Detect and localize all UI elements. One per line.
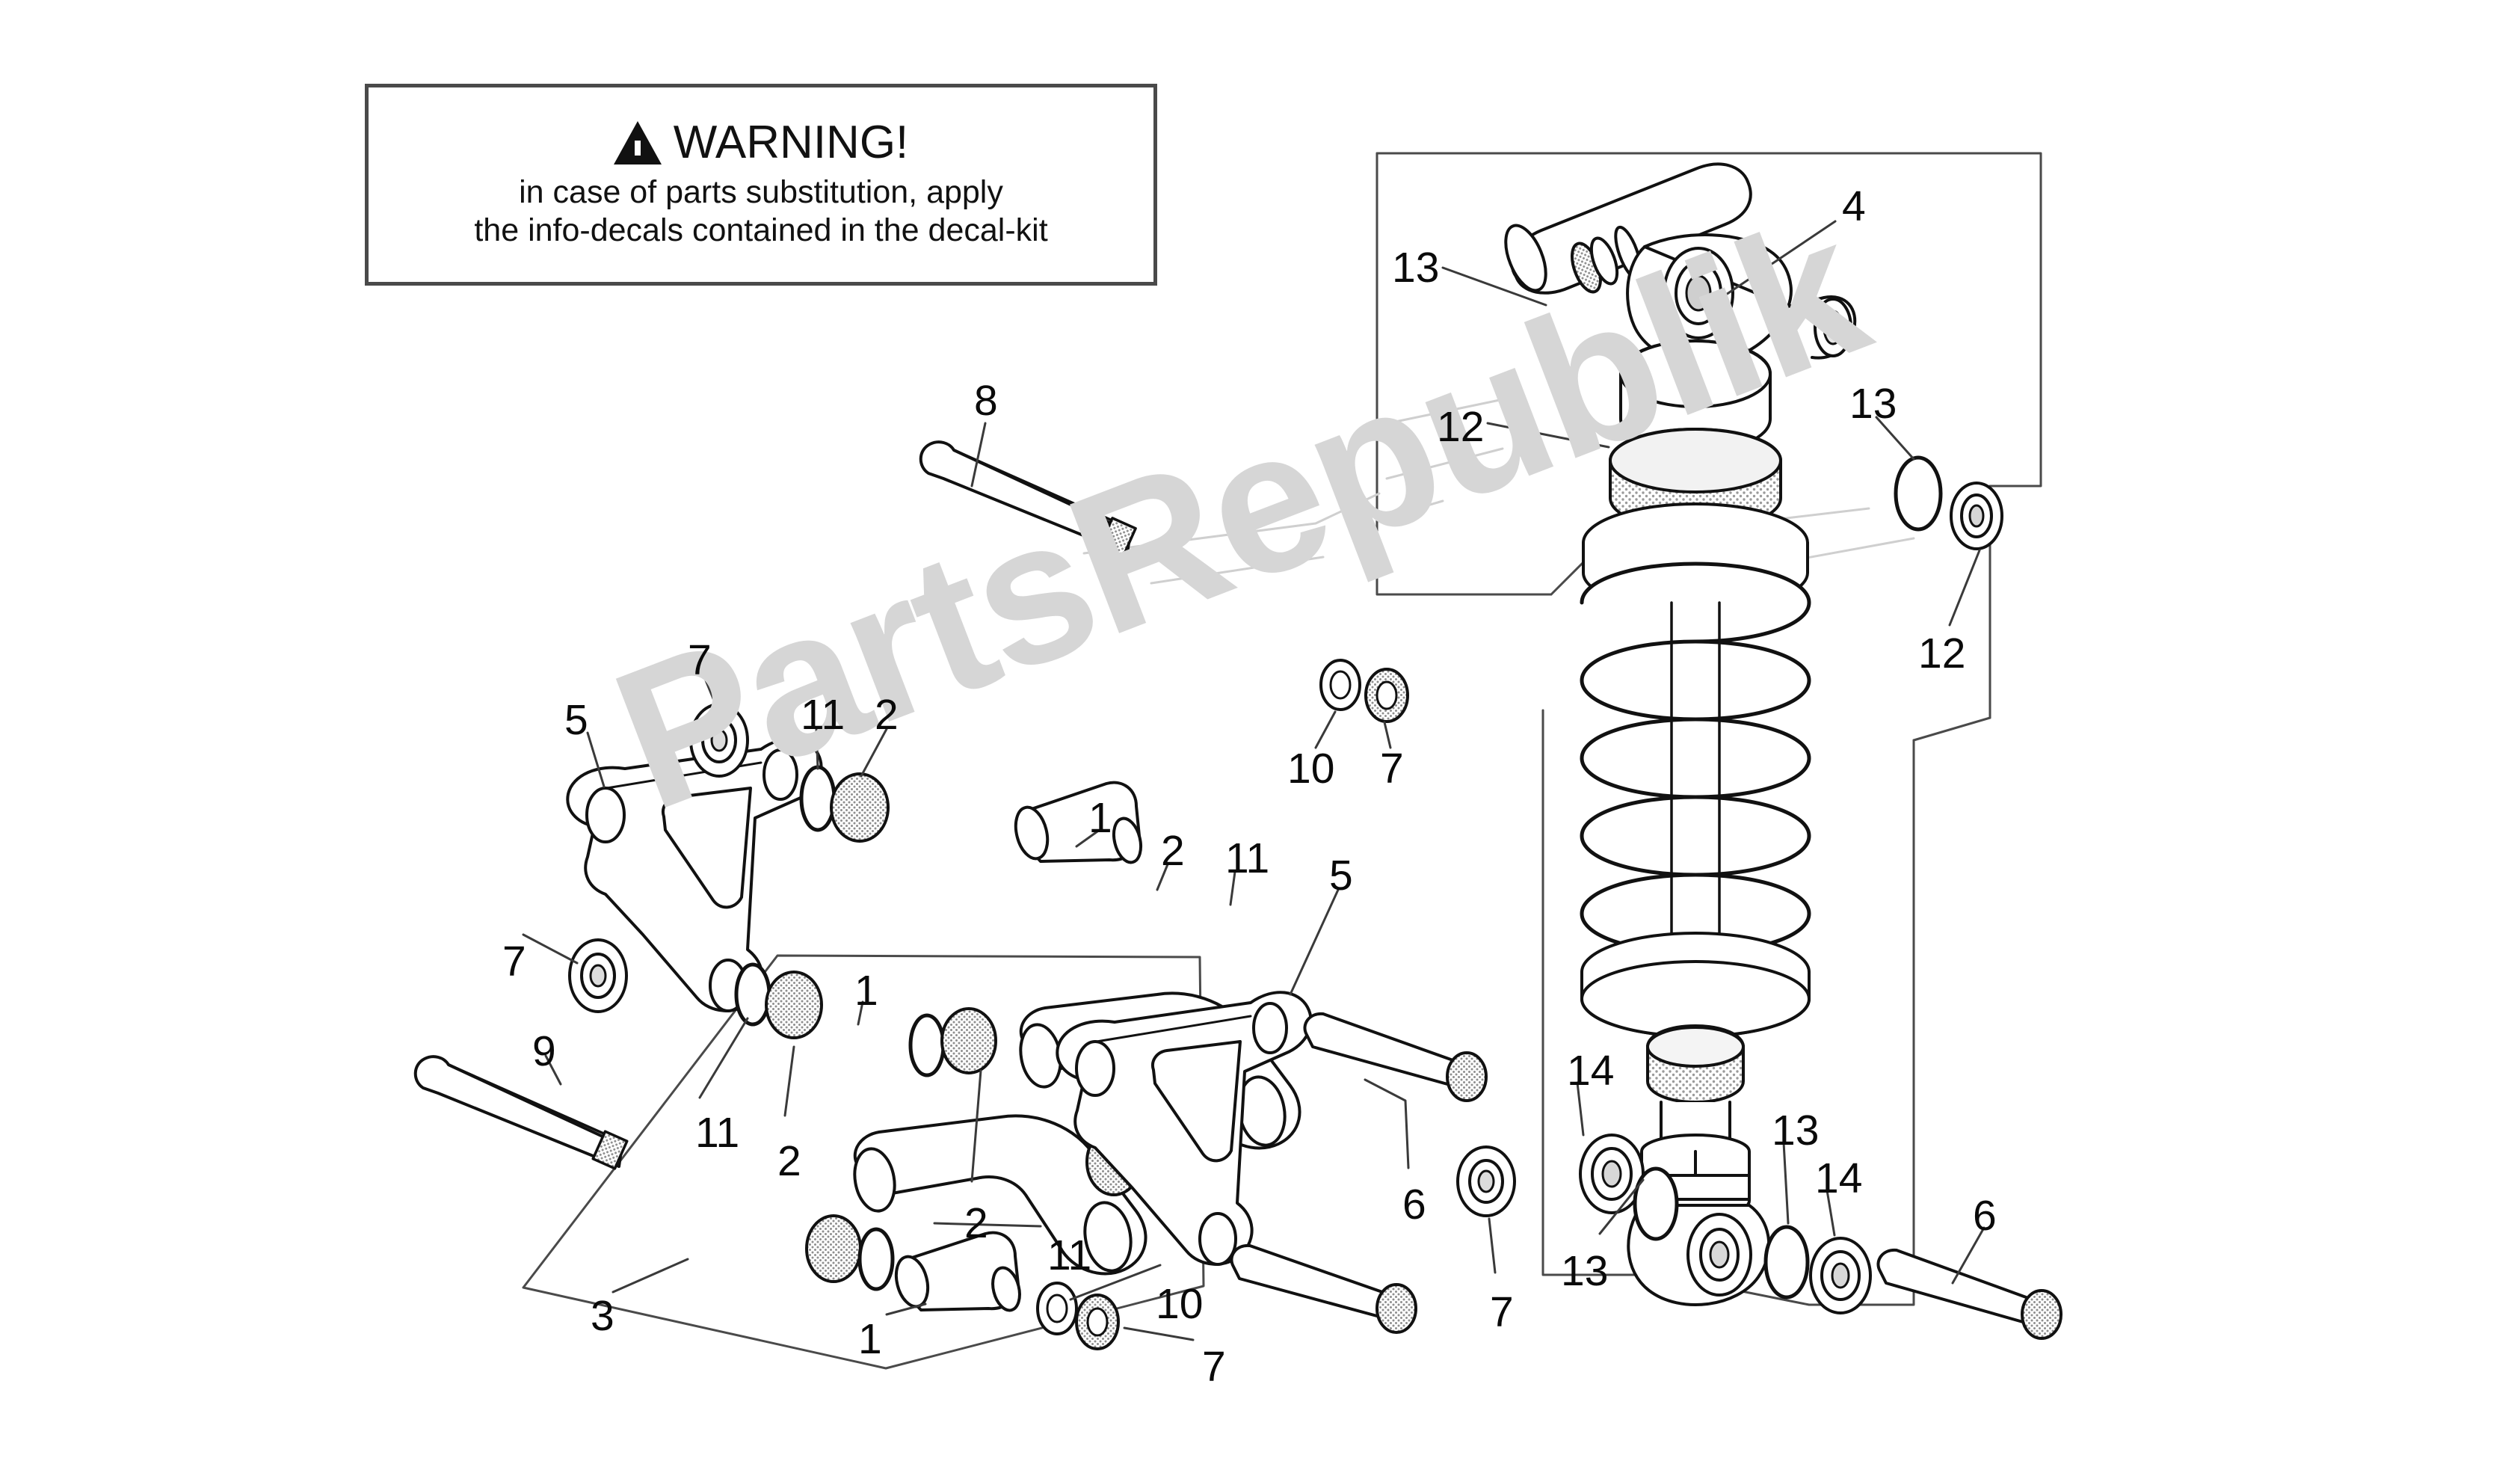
callout-number-12: 12 <box>1918 630 1966 677</box>
callout-number-10: 10 <box>1287 745 1335 793</box>
callout-number-2: 2 <box>964 1199 988 1247</box>
callout-number-11: 11 <box>801 691 845 739</box>
callout-number-1: 1 <box>1088 794 1112 842</box>
warning-header: WARNING! <box>613 117 909 169</box>
callout-number-2: 2 <box>1161 827 1185 875</box>
callout-number-7: 7 <box>688 636 712 684</box>
callout-number-11: 11 <box>695 1109 740 1157</box>
warning-line-2: the info-decals contained in the decal-k… <box>474 212 1048 248</box>
callout-number-14: 14 <box>1815 1154 1863 1202</box>
callout-number-3: 3 <box>591 1292 614 1340</box>
callout-number-6: 6 <box>1402 1181 1426 1228</box>
warning-line-1: in case of parts substitution, apply <box>519 174 1003 211</box>
callout-number-5: 5 <box>564 696 588 744</box>
callout-number-7: 7 <box>1490 1288 1514 1336</box>
callout-number-13: 13 <box>1772 1107 1820 1154</box>
callout-number-6: 6 <box>1973 1192 1997 1240</box>
callout-number-4: 4 <box>1842 182 1866 230</box>
callout-number-11: 11 <box>1225 834 1270 882</box>
callout-number-13: 13 <box>1392 244 1440 292</box>
callout-number-1: 1 <box>858 1315 882 1363</box>
callout-number-7: 7 <box>502 938 526 985</box>
callout-number-2: 2 <box>875 691 899 739</box>
callout-number-13: 13 <box>1849 380 1897 428</box>
callout-number-9: 9 <box>532 1027 556 1075</box>
callout-number-1: 1 <box>854 967 878 1015</box>
callout-number-11: 11 <box>1047 1231 1092 1279</box>
warning-title: WARNING! <box>673 117 909 169</box>
callout-number-10: 10 <box>1156 1280 1204 1328</box>
callout-number-12: 12 <box>1437 403 1485 451</box>
callout-number-2: 2 <box>777 1137 801 1185</box>
callout-number-7: 7 <box>1380 745 1404 793</box>
callout-number-8: 8 <box>974 377 998 425</box>
callout-number-5: 5 <box>1329 852 1353 899</box>
callout-number-7: 7 <box>1202 1343 1226 1391</box>
callout-number-14: 14 <box>1567 1047 1615 1095</box>
warning-triangle-icon <box>613 121 662 165</box>
warning-decal-box: WARNING! in case of parts substitution, … <box>365 84 1157 286</box>
callout-number-13: 13 <box>1561 1247 1609 1295</box>
